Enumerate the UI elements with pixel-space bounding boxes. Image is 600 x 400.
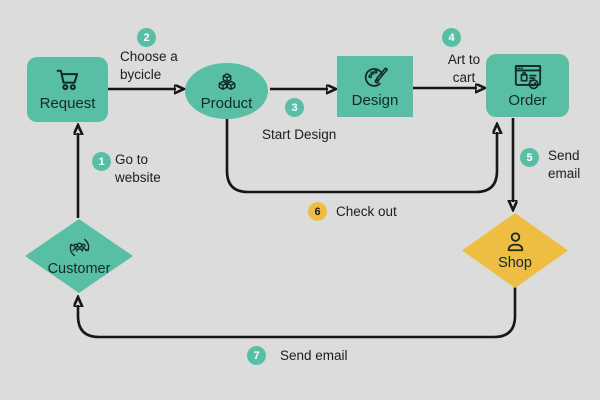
step-badge-5: 5	[520, 148, 539, 167]
node-order: Order	[486, 54, 569, 117]
step-badge-3: 3	[285, 98, 304, 117]
cubes-icon	[218, 72, 235, 90]
edge-product-to-order-checkout	[225, 119, 497, 194]
step-label-4: Art to cart	[447, 52, 481, 85]
step-badge-7: 7	[247, 346, 266, 365]
step-label-6: Check out	[336, 204, 397, 219]
step-badge-2: 2	[137, 28, 156, 47]
step-badge-6: 6	[308, 202, 327, 221]
node-label-product: Product	[200, 94, 253, 112]
step-label-1: Go to website	[115, 152, 161, 185]
edge-shop-to-customer	[78, 287, 517, 339]
node-label-request: Request	[39, 95, 96, 112]
step-label-5: Send email	[548, 148, 581, 181]
palette-icon	[364, 67, 388, 87]
step-label-7: Send email	[280, 348, 348, 363]
node-label-design: Design	[351, 92, 399, 109]
node-label-shop: Shop	[498, 255, 532, 271]
person-icon	[507, 232, 523, 252]
node-request: Request	[27, 57, 108, 122]
step-badge-4: 4	[442, 28, 461, 47]
step-label-3: Start Design	[262, 127, 337, 142]
cart-icon	[56, 69, 78, 91]
step-badge-1: 1	[92, 152, 111, 171]
node-label-order: Order	[508, 91, 547, 109]
node-label-customer: Customer	[47, 261, 111, 277]
step-label-2: Choose a bycicle	[120, 49, 178, 82]
node-design: Design	[337, 56, 413, 117]
people-cycle-icon	[69, 238, 89, 257]
order-window-icon	[514, 64, 541, 89]
node-product: Product	[185, 63, 268, 119]
